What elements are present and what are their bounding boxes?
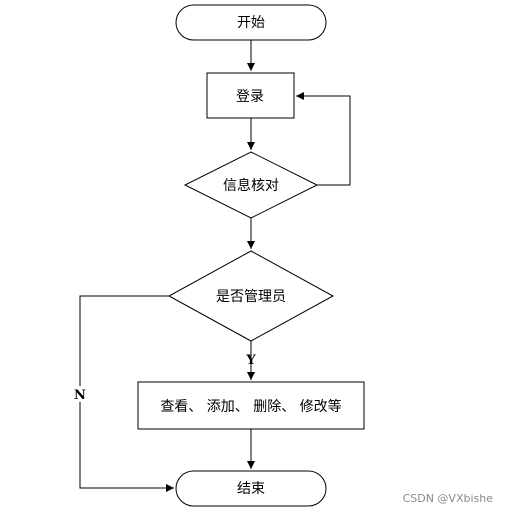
verify-node: 信息核对 — [183, 151, 319, 219]
admin-check-node: 是否管理员 — [167, 250, 335, 342]
verify-label: 信息核对 — [223, 177, 279, 194]
yes-label: Y — [245, 353, 256, 368]
start-label: 开始 — [237, 15, 265, 31]
end-label: 结束 — [237, 481, 265, 497]
actions-node: 查看、 添加、 删除、 修改等 — [137, 381, 365, 430]
actions-label: 查看、 添加、 删除、 修改等 — [160, 398, 341, 415]
login-label: 登录 — [236, 89, 264, 105]
start-node: 开始 — [175, 4, 327, 41]
login-node: 登录 — [206, 72, 295, 119]
admin-check-label: 是否管理员 — [216, 289, 286, 305]
edge-verify-loop-to-login — [296, 92, 351, 186]
watermark: CSDN @VXbishe — [402, 492, 493, 505]
no-label: N — [74, 388, 86, 403]
end-node: 结束 — [175, 470, 327, 507]
